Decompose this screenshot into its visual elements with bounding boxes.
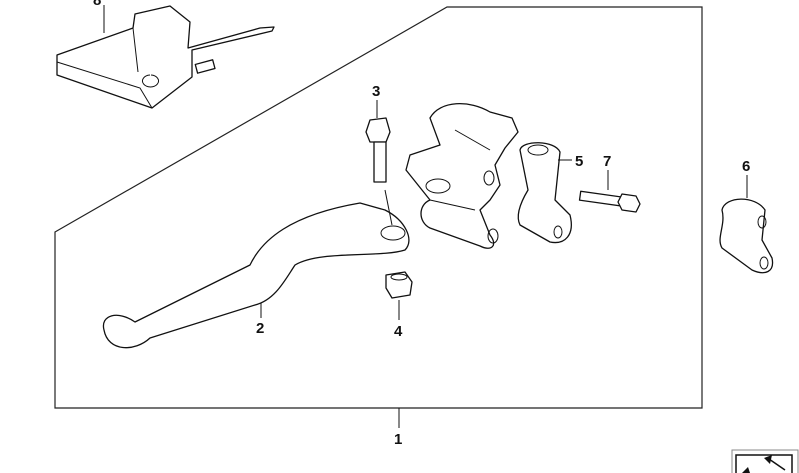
label-6: 6 — [742, 158, 750, 175]
part-screw[interactable] — [578, 170, 641, 213]
part-clamp[interactable] — [517, 142, 572, 244]
label-5: 5 — [575, 153, 583, 170]
part-lever-bracket[interactable] — [405, 102, 519, 249]
label-3: 3 — [372, 83, 380, 100]
part-clamp-alt[interactable] — [719, 175, 774, 274]
part-brake-lever[interactable] — [102, 202, 410, 349]
label-4: 4 — [394, 323, 403, 340]
assembly-frame — [54, 6, 703, 409]
navigation-arrow-icon[interactable] — [731, 449, 799, 473]
label-8: 8 — [93, 0, 101, 9]
part-tool[interactable] — [56, 5, 275, 109]
label-1: 1 — [394, 431, 402, 448]
part-nut[interactable] — [385, 271, 413, 320]
part-bolt[interactable] — [365, 100, 393, 226]
label-2: 2 — [256, 320, 264, 337]
label-7: 7 — [603, 153, 611, 170]
